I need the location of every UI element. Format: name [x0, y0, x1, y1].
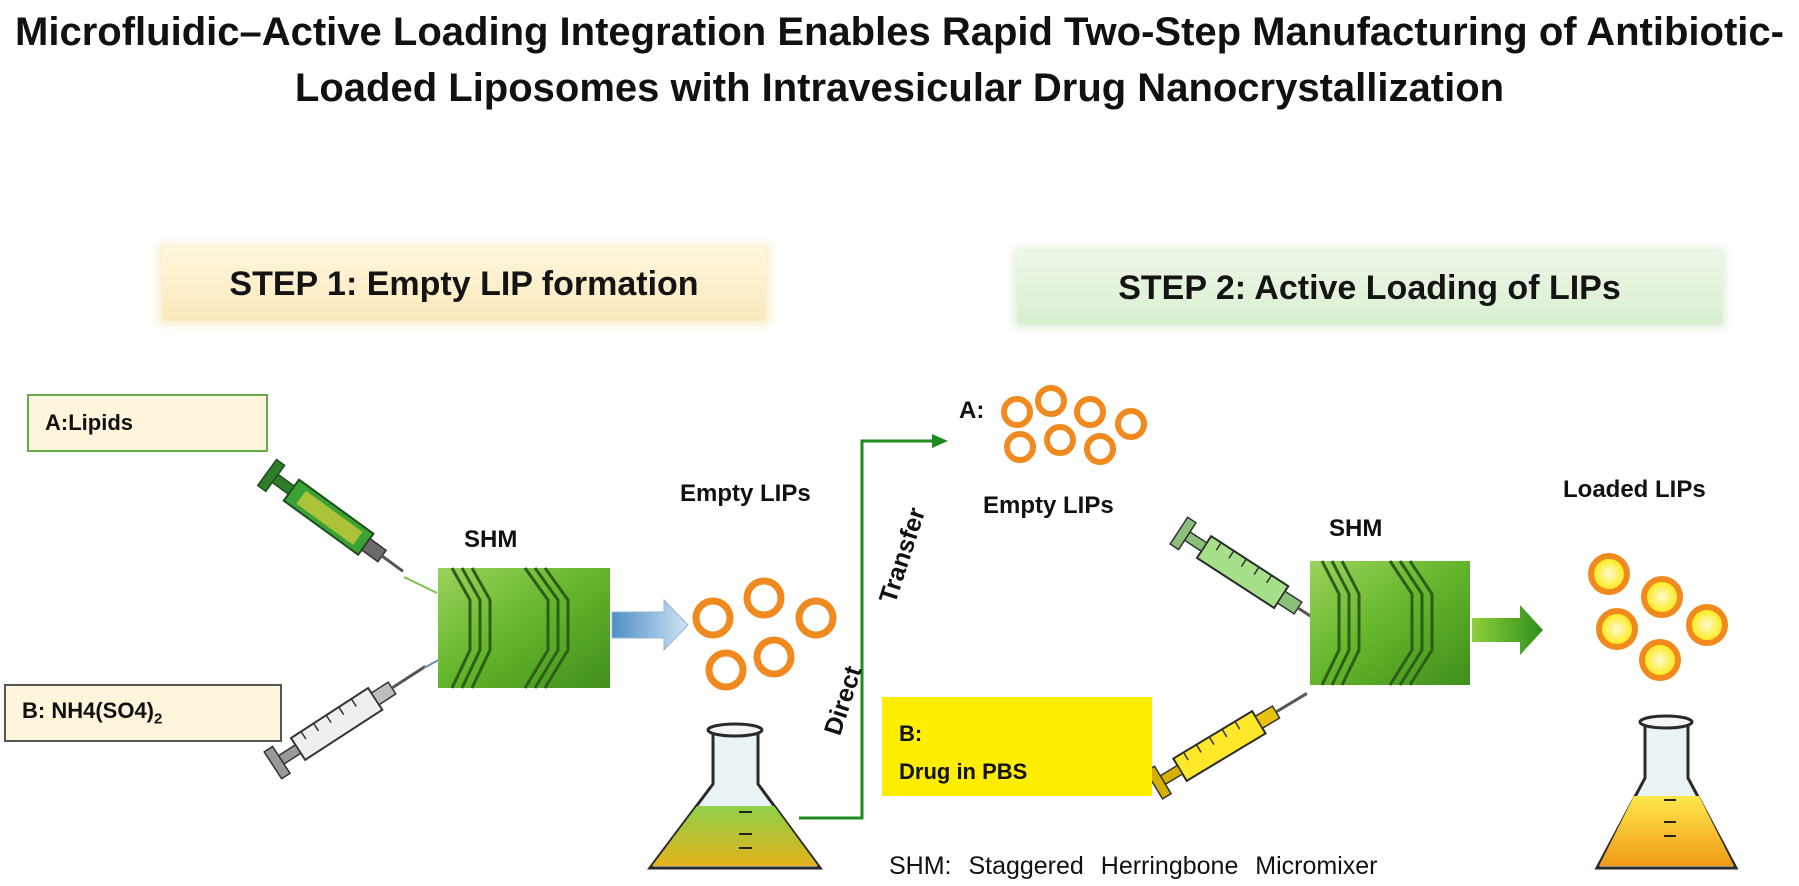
- empty-liposomes-2-icon: [1001, 385, 1147, 465]
- syringe-2a-icon: [1169, 516, 1316, 621]
- flask-2-icon: [1594, 714, 1739, 870]
- syringe-2b-icon: [1145, 692, 1308, 800]
- micromixer-2: [1310, 560, 1470, 686]
- empty-lips-label-2: Empty LIPs: [983, 492, 1114, 519]
- step2-a-label: A:: [959, 397, 985, 424]
- transfer-line: [799, 439, 938, 820]
- tube-a: [403, 576, 438, 594]
- flask-1-icon: [647, 722, 823, 870]
- syringe-b-icon: [263, 664, 427, 780]
- step1-label: STEP 1: Empty LIP formation: [229, 265, 699, 303]
- input-b-drug-box: B: Drug in PBS: [882, 697, 1152, 796]
- shm-label-2: SHM: [1329, 515, 1383, 542]
- input-b-drug-line2: Drug in PBS: [899, 759, 1028, 784]
- input-b-drug-line1: B:: [899, 721, 923, 746]
- empty-liposomes-1-icon: [692, 577, 837, 691]
- transfer-arrowhead: [932, 434, 948, 448]
- step1-banner: STEP 1: Empty LIP formation: [162, 248, 766, 321]
- empty-lips-label-1: Empty LIPs: [680, 480, 811, 507]
- syringe-a-icon: [256, 458, 404, 573]
- step2-label: STEP 2: Active Loading of LIPs: [1118, 268, 1621, 307]
- micromixer-1: [438, 567, 610, 689]
- input-a-lipids-label: A:Lipids: [45, 410, 133, 435]
- step2-banner: STEP 2: Active Loading of LIPs: [1017, 252, 1722, 324]
- flow-arrow-2: [1472, 605, 1543, 655]
- title-line-2: Loaded Liposomes with Intravesicular Dru…: [294, 66, 1505, 110]
- shm-legend: SHM: Staggered Herringbone Micromixer: [889, 852, 1378, 880]
- input-b-salt-label: B: NH4(SO4)2: [22, 698, 162, 727]
- input-b-salt-main: B: NH4(SO4): [22, 698, 155, 724]
- shm-label-1: SHM: [464, 526, 518, 553]
- flow-arrow-1: [611, 598, 689, 652]
- loaded-liposomes-icon: [1588, 553, 1728, 681]
- input-a-lipids-box: A:Lipids: [27, 394, 268, 452]
- loaded-lips-label: Loaded LIPs: [1563, 476, 1706, 503]
- input-b-salt-box: B: NH4(SO4)2: [4, 684, 282, 742]
- figure-title: Microfluidic–Active Loading Integration …: [0, 4, 1799, 116]
- title-line-1: Microfluidic–Active Loading Integration …: [15, 10, 1784, 54]
- input-b-salt-subscript: 2: [154, 710, 163, 728]
